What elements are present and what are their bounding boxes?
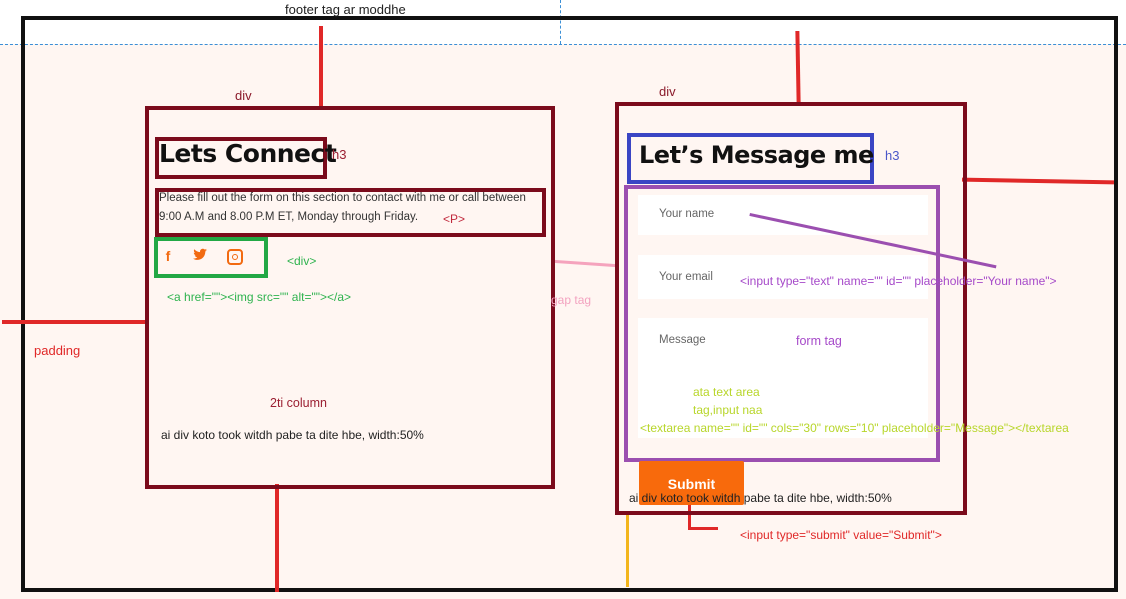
div-tag-label: <div> <box>287 254 317 268</box>
textarea-tag-label: <textarea name="" id="" cols="30" rows="… <box>640 421 1069 435</box>
guide-line <box>560 0 561 44</box>
red-annotation-line <box>688 500 691 530</box>
social-links-outline <box>154 237 268 278</box>
message-title: Let’s Message me <box>639 141 874 169</box>
padding-label: padding <box>34 343 81 358</box>
yellow-annotation-line <box>626 513 629 587</box>
form-tag-label: form tag <box>796 334 842 348</box>
email-placeholder: Your email <box>659 271 713 283</box>
footer-annotation: footer tag ar moddhe <box>285 2 406 17</box>
twitter-icon[interactable] <box>192 248 208 264</box>
width-note-left: ai div koto took witdh pabe ta dite hbe,… <box>161 428 424 442</box>
heading-outline <box>155 137 327 179</box>
anchor-tag-label: <a href=""><img src="" alt=""></a> <box>167 290 351 304</box>
gap-label: gap tag <box>551 293 592 307</box>
red-annotation-line <box>2 320 146 324</box>
red-annotation-line <box>319 26 323 106</box>
heading-outline <box>627 133 874 184</box>
message-card <box>615 102 967 515</box>
div-label-left: div <box>235 88 252 103</box>
message-placeholder: Message <box>659 334 706 346</box>
paragraph-outline <box>155 188 546 237</box>
submit-button[interactable]: Submit <box>639 461 744 505</box>
message-textarea[interactable]: Message <box>638 318 928 438</box>
width-note-right: ai div koto took witdh pabe ta dite hbe,… <box>629 491 892 505</box>
contact-description: Please fill out the form on this section… <box>159 192 526 223</box>
column-label: 2ti column <box>270 396 327 410</box>
form-outline <box>624 185 940 462</box>
facebook-icon[interactable]: f <box>165 248 171 264</box>
name-field[interactable]: Your name <box>638 195 928 235</box>
h3-label: h3 <box>885 148 900 163</box>
email-field[interactable]: Your email <box>638 255 928 299</box>
name-placeholder: Your name <box>659 208 715 220</box>
textarea-note-1: ata text area <box>693 385 760 399</box>
footer-outline <box>21 16 1118 592</box>
red-annotation-line <box>275 484 279 592</box>
connect-card <box>145 106 555 489</box>
input-tag-label: <input type="text" name="" id="" placeho… <box>740 274 1057 288</box>
h3-label: h3 <box>332 147 347 162</box>
textarea-note-2: tag,input naa <box>693 403 763 417</box>
p-label: <P> <box>443 212 466 226</box>
instagram-icon[interactable] <box>227 249 243 265</box>
red-annotation-line <box>688 527 718 530</box>
div-label-right: div <box>659 84 676 99</box>
submit-tag-label: <input type="submit" value="Submit"> <box>740 528 942 542</box>
connect-title: Lets Connect <box>159 139 337 168</box>
